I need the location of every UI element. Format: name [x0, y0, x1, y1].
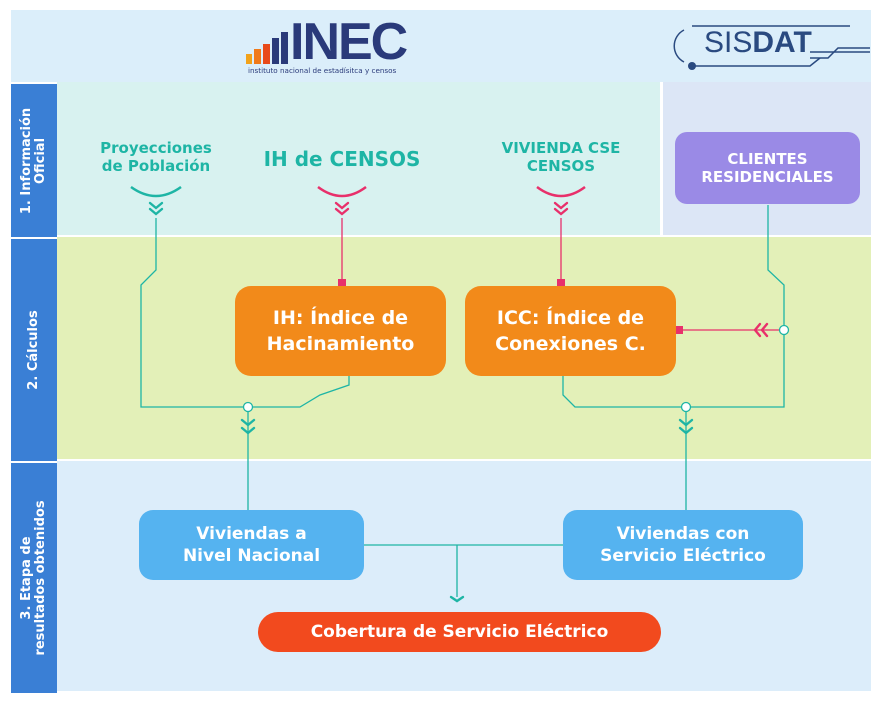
info-band [57, 82, 660, 235]
clientes-label: CLIENTES RESIDENCIALES [701, 150, 834, 186]
inec-logo-text: INEC [290, 13, 408, 71]
cobertura-label: Cobertura de Servicio Eléctrico [310, 622, 609, 642]
inec-bars-icon [246, 32, 288, 64]
stage-2-label: 2. Cálculos [11, 237, 57, 461]
calc-icc-box: ICC: Índice de Conexiones C. [465, 286, 676, 376]
result-viviendas-nacional: Viviendas a Nivel Nacional [139, 510, 364, 580]
stage-3-label: 3. Etapa de resultados obtenidos [11, 461, 57, 693]
calc-band [57, 237, 871, 459]
result-cobertura: Cobertura de Servicio Eléctrico [258, 612, 661, 652]
sisdat-text: SISDAT [704, 26, 812, 60]
sisdat-logo: SISDAT [670, 12, 870, 80]
calc-ih-box: IH: Índice de Hacinamiento [235, 286, 446, 376]
viviendas-nacional-label: Viviendas a Nivel Nacional [182, 524, 321, 566]
inec-logo: INEC instituto nacional de estadísitca y… [246, 14, 436, 76]
header-band [11, 10, 871, 82]
calc-ih-label: IH: Índice de Hacinamiento [266, 307, 415, 355]
source-proyecciones: Proyecciones de Población [100, 139, 212, 175]
source-vivienda-cse: VIVIENDA CSE CENSOS [501, 139, 621, 175]
circuit-lines-icon [673, 25, 870, 70]
sisdat-suffix: DAT [752, 26, 812, 59]
inec-subtitle: instituto nacional de estadísitca y cens… [248, 66, 397, 75]
result-viviendas-servicio: Viviendas con Servicio Eléctrico [563, 510, 803, 580]
sisdat-prefix: SIS [704, 26, 753, 59]
source-clientes-residenciales: CLIENTES RESIDENCIALES [675, 132, 860, 204]
calc-icc-label: ICC: Índice de Conexiones C. [495, 307, 646, 355]
viviendas-servicio-label: Viviendas con Servicio Eléctrico [600, 524, 766, 566]
source-ih-censos: IH de CENSOS [263, 147, 421, 171]
stage-1-label: 1. Información Oficial [11, 82, 57, 237]
